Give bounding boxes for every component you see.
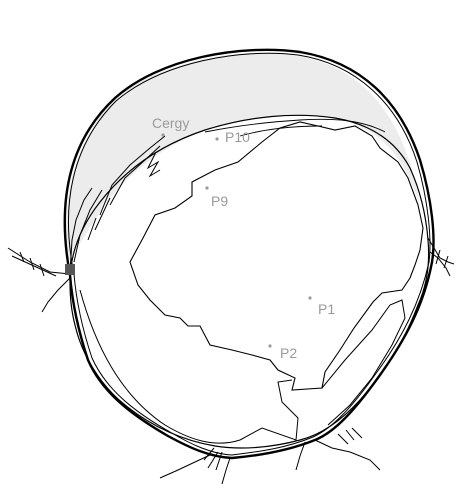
lower-right-area (322, 300, 405, 425)
p2-dot (268, 344, 271, 347)
cergy-dot (161, 133, 164, 136)
p10-dot (215, 137, 218, 140)
bottom-whiskers (160, 428, 380, 484)
lower-left-area (80, 290, 298, 443)
p9-dot (205, 186, 208, 189)
label-cergy: Cergy (152, 115, 189, 131)
paris-area (130, 122, 423, 390)
left-whiskers (8, 248, 70, 312)
label-p2: P2 (280, 345, 297, 361)
location-marker (65, 264, 75, 275)
label-p9: P9 (211, 193, 228, 209)
label-p10: P10 (225, 129, 250, 145)
label-p1: P1 (318, 301, 335, 317)
p1-dot (308, 296, 311, 299)
